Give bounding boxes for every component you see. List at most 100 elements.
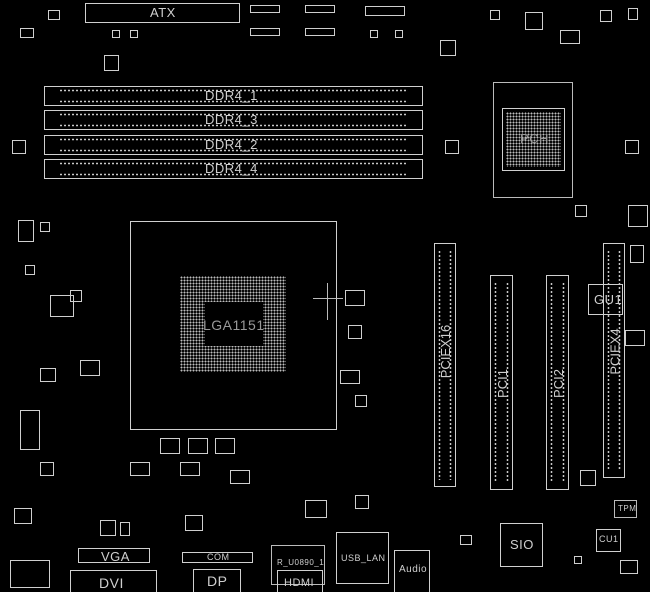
cu1-chip[interactable]: CU1 (596, 529, 621, 552)
smd-component (348, 325, 362, 339)
com-label: COM (207, 552, 230, 562)
smd-component (365, 6, 405, 16)
smd-component (628, 8, 638, 20)
dp-label: DP (207, 573, 228, 589)
dimm-slot-ddr4-2[interactable]: DDR4_2 (44, 135, 423, 155)
smd-component (215, 438, 235, 454)
com-connector[interactable]: COM (182, 552, 253, 563)
sio-chip[interactable]: SIO (500, 523, 543, 567)
cu1-label: CU1 (599, 534, 619, 544)
smd-component (130, 30, 138, 38)
smd-component (160, 438, 180, 454)
crosshair-h (313, 298, 343, 299)
dimm-slot-ddr4-1[interactable]: DDR4_1 (44, 86, 423, 106)
smd-component (48, 10, 60, 20)
ddr4-1-label: DDR4_1 (205, 88, 258, 103)
smd-component (305, 28, 335, 36)
smd-component (25, 265, 35, 275)
dimm-slot-ddr4-4[interactable]: DDR4_4 (44, 159, 423, 179)
pci2-slot[interactable]: PCI2 (546, 275, 569, 490)
smd-component (12, 140, 26, 154)
smd-component (628, 205, 648, 227)
gu1-label: GU1 (594, 292, 623, 307)
r-u0890-block[interactable]: R_U0890_1 (271, 545, 325, 585)
smd-component (440, 40, 456, 56)
smd-component (20, 28, 34, 38)
smd-component (188, 438, 208, 454)
smd-component (345, 290, 365, 306)
vga-connector[interactable]: VGA (78, 548, 150, 564)
sio-label: SIO (510, 537, 534, 552)
smd-component (80, 360, 100, 376)
smd-component (230, 470, 250, 484)
smd-component (445, 140, 459, 154)
smd-component (305, 5, 335, 13)
smd-component (40, 368, 56, 382)
atx-label: ATX (150, 5, 176, 20)
smd-component (525, 12, 543, 30)
smd-component (18, 220, 34, 242)
ddr4-3-label: DDR4_3 (205, 112, 258, 127)
dvi-label: DVI (99, 575, 124, 591)
ddr4-2-label: DDR4_2 (205, 137, 258, 152)
hdmi-connector[interactable]: HDMI (277, 570, 323, 592)
smd-component (180, 462, 200, 476)
gu1-chip[interactable]: GU1 (588, 284, 623, 315)
smd-component (490, 10, 500, 20)
cpu-label: LGA1151 (203, 317, 265, 333)
smd-component (112, 30, 120, 38)
cpu-socket[interactable]: LGA1151 (130, 221, 337, 430)
crosshair-v (327, 283, 328, 320)
pch-outline (493, 82, 573, 198)
smd-component (120, 522, 130, 536)
pciex4-slot[interactable]: PCIEX4 (603, 243, 625, 478)
smd-component (10, 560, 50, 588)
pci2-label: PCI2 (550, 369, 566, 398)
pci1-slot[interactable]: PCI1 (490, 275, 513, 490)
smd-component (575, 205, 587, 217)
smd-component (50, 295, 74, 317)
dimm-slot-ddr4-3[interactable]: DDR4_3 (44, 110, 423, 130)
pciex4-label: PCIEX4 (607, 328, 623, 375)
smd-component (625, 330, 645, 346)
smd-component (104, 55, 119, 71)
smd-component (574, 556, 582, 564)
smd-component (305, 500, 327, 518)
smd-component (395, 30, 403, 38)
pch-chip[interactable]: PCH (502, 108, 565, 171)
smd-component (625, 140, 639, 154)
smd-component (130, 462, 150, 476)
pciex16-slot[interactable]: PCIEX16 (434, 243, 456, 487)
vga-label: VGA (101, 549, 130, 564)
pci1-label: PCI1 (494, 369, 510, 398)
dvi-connector[interactable]: DVI (70, 570, 157, 592)
smd-component (100, 520, 116, 536)
usb-lan-connector[interactable]: USB_LAN (336, 532, 389, 584)
smd-component (250, 5, 280, 13)
smd-component (355, 395, 367, 407)
tpm-chip[interactable]: TPM (614, 500, 637, 518)
audio-connector[interactable]: Audio (394, 550, 430, 592)
smd-component (40, 462, 54, 476)
smd-component (620, 560, 638, 574)
smd-component (355, 495, 369, 509)
pciex16-label: PCIEX16 (438, 324, 454, 379)
hdmi-label: HDMI (284, 577, 315, 589)
smd-component (460, 535, 472, 545)
smd-component (560, 30, 580, 44)
smd-component (370, 30, 378, 38)
smd-component (600, 10, 612, 22)
tpm-label: TPM (618, 504, 637, 513)
atx-connector[interactable]: ATX (85, 3, 240, 23)
smd-component (185, 515, 203, 531)
smd-component (250, 28, 280, 36)
usb-lan-label: USB_LAN (341, 553, 386, 563)
smd-component (580, 470, 596, 486)
dp-connector[interactable]: DP (193, 569, 241, 592)
smd-component (340, 370, 360, 384)
audio-label: Audio (399, 564, 428, 575)
r-u0890-label: R_U0890_1 (277, 558, 325, 567)
smd-component (630, 245, 644, 263)
smd-component (40, 222, 50, 232)
